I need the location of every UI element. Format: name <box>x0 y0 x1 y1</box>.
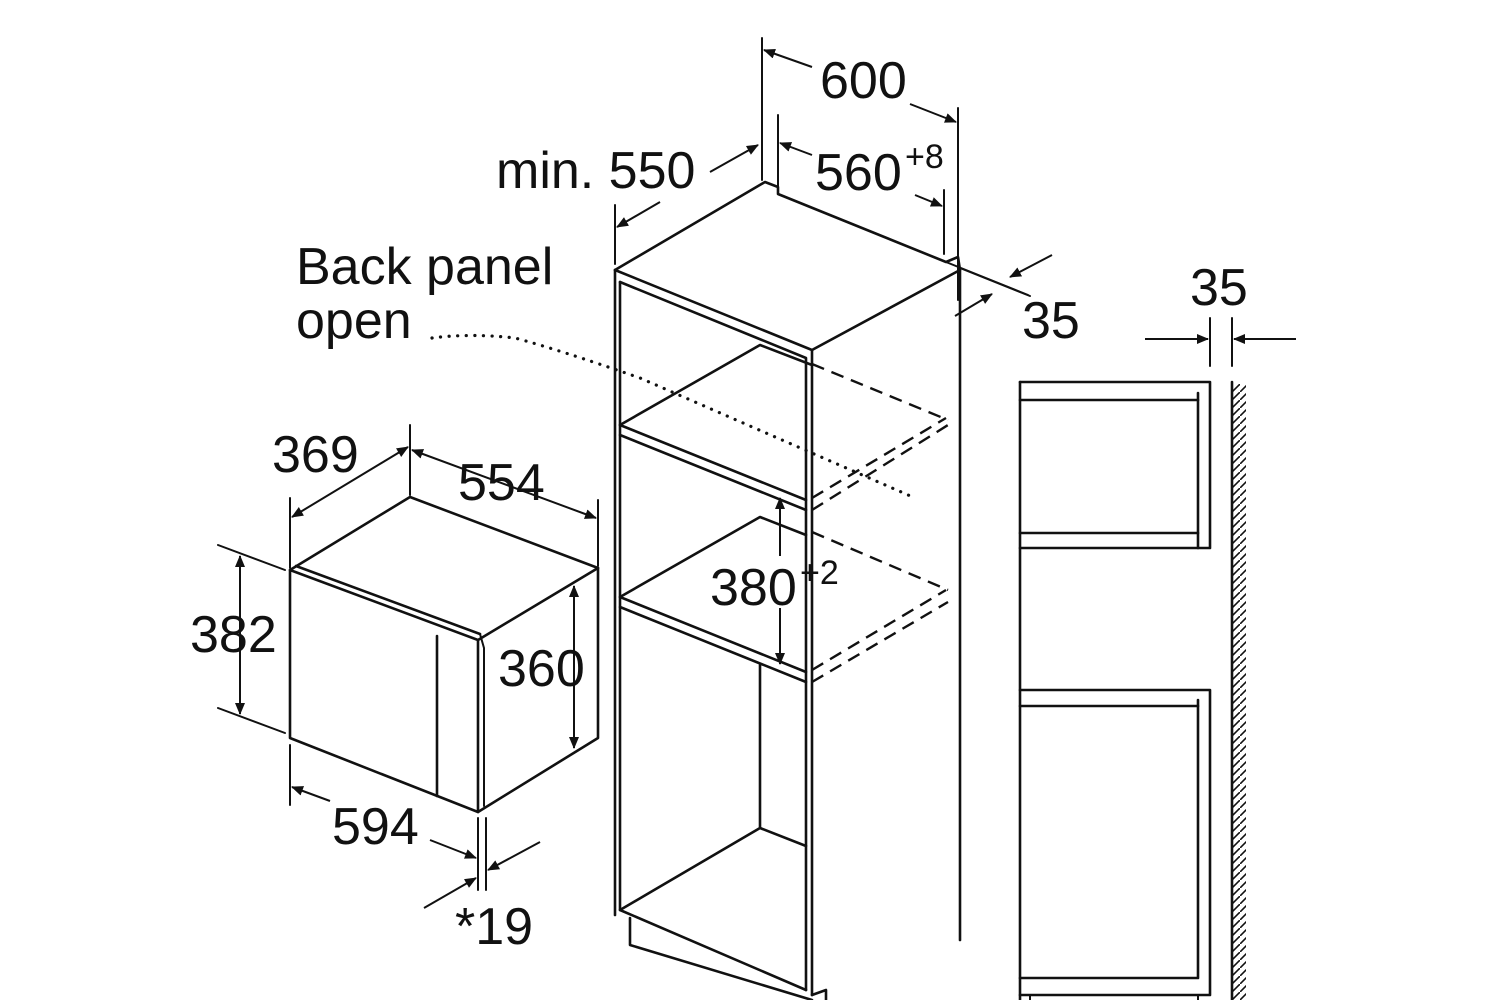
label-360: 360 <box>498 640 585 698</box>
label-380-tolerance: +2 <box>800 554 839 592</box>
microwave-appliance <box>288 495 600 814</box>
label-600: 600 <box>820 52 907 110</box>
label-554: 554 <box>458 454 545 512</box>
cabinet-side-view <box>1018 317 1296 1000</box>
label-560-tolerance: +8 <box>905 138 944 176</box>
cabinet-dimensions <box>614 37 1053 665</box>
label-594: 594 <box>332 798 419 856</box>
tall-cabinet <box>430 180 962 1000</box>
label-35-top: 35 <box>1022 292 1080 350</box>
label-open: open <box>296 292 412 350</box>
label-19: *19 <box>455 898 533 956</box>
label-382: 382 <box>190 606 277 664</box>
label-min-550: min. 550 <box>496 142 695 200</box>
label-35-side: 35 <box>1190 259 1248 317</box>
microwave-dimensions <box>217 424 599 909</box>
label-back-panel: Back panel <box>296 238 553 296</box>
label-380: 380 <box>710 559 797 617</box>
label-560: 560 <box>815 144 902 202</box>
label-369: 369 <box>272 426 359 484</box>
